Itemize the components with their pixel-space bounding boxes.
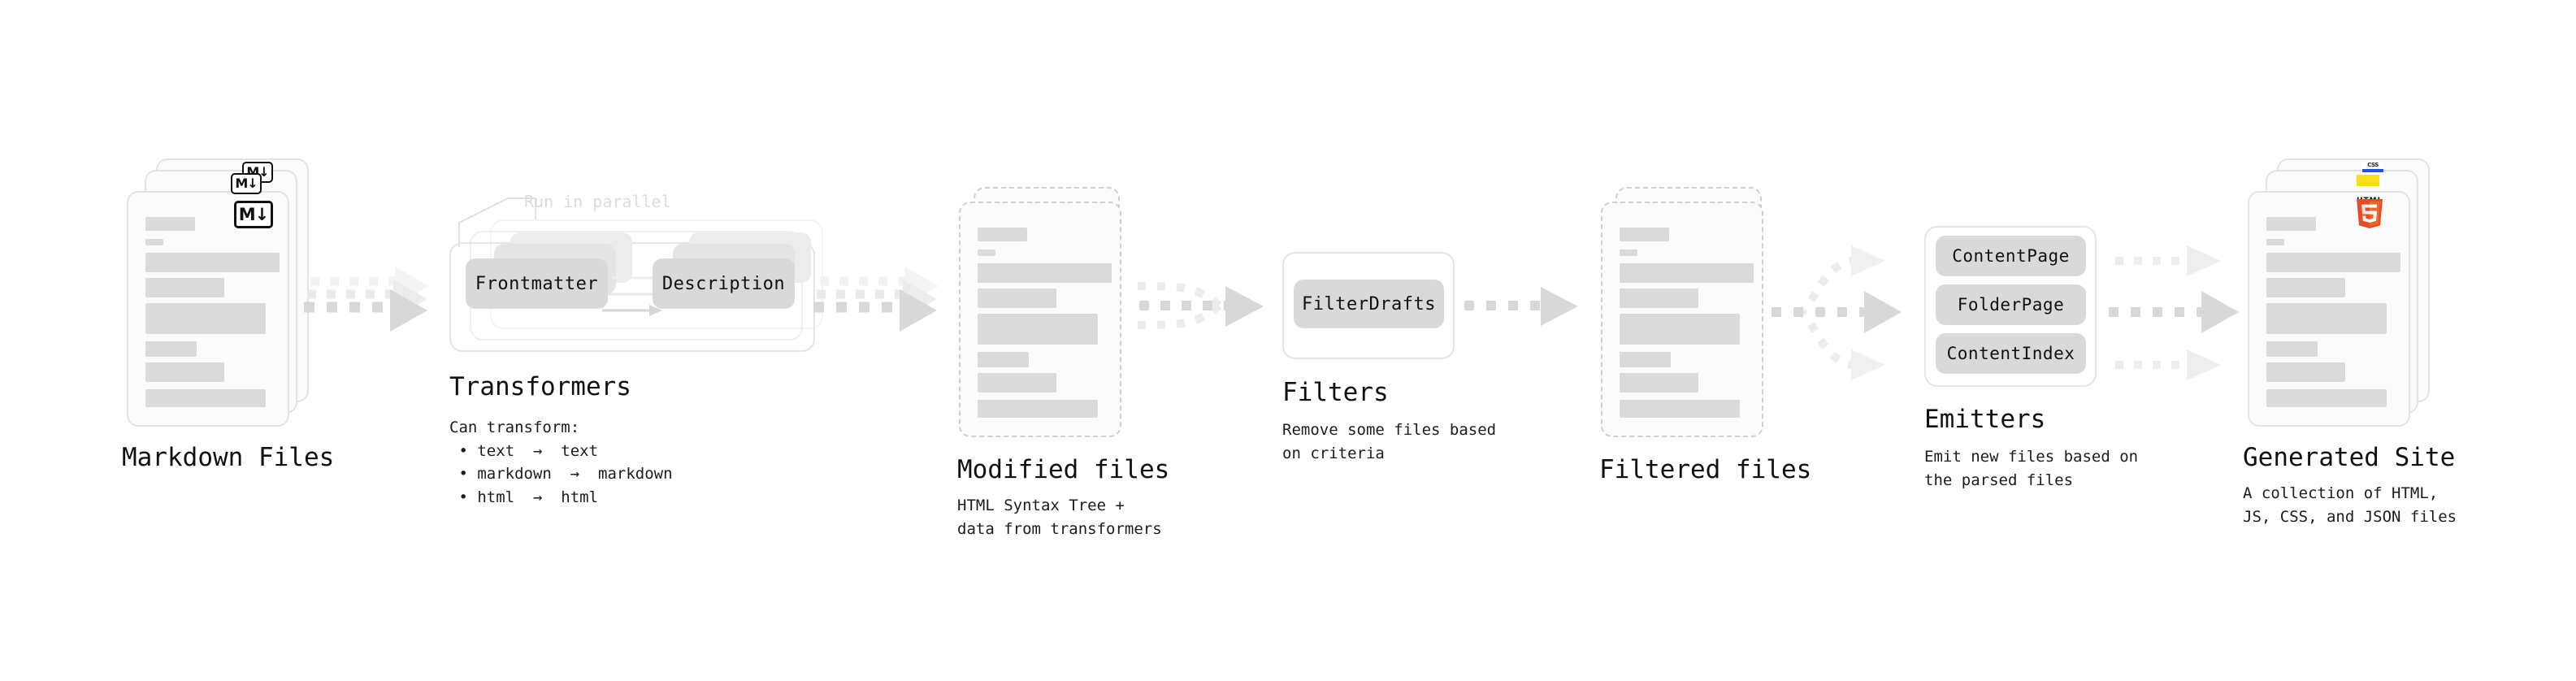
- content-bar: [145, 362, 224, 382]
- content-bar: [978, 228, 1027, 241]
- content-bar: [978, 373, 1056, 393]
- html5-badge: HTML: [2357, 197, 2383, 228]
- stage-filtered-files: Filtered files: [1599, 187, 1811, 484]
- content-bar: [2266, 278, 2345, 297]
- content-bar: [978, 314, 1098, 345]
- markdown-badge: M↓: [234, 201, 273, 228]
- connector-emitters-to-site: [2109, 245, 2239, 380]
- content-bar: [1620, 249, 1637, 256]
- emitter-pill-contentpage[interactable]: ContentPage: [1936, 236, 2086, 276]
- connector-transformers-to-modified: [813, 267, 939, 332]
- stage-title: Markdown Files: [122, 443, 335, 472]
- document-card-front: [127, 191, 289, 427]
- content-bar: [978, 263, 1112, 283]
- content-bar: [2266, 341, 2318, 357]
- stage-title: Generated Site: [2243, 443, 2456, 472]
- content-bar: [978, 249, 995, 256]
- content-bar: [145, 389, 266, 407]
- connector-filtered-to-emitters: [1772, 245, 1902, 380]
- emitter-pill-folderpage[interactable]: FolderPage: [1936, 284, 2086, 325]
- css-badge-underline: [2362, 169, 2383, 172]
- connector-modified-to-filters: [1137, 282, 1264, 329]
- stage-subtitle: HTML Syntax Tree + data from transformer…: [957, 497, 1162, 538]
- content-bar: [145, 217, 195, 231]
- emitters-group: [1924, 226, 2097, 387]
- content-bar: [1620, 373, 1698, 393]
- stage-title: Modified files: [957, 455, 1170, 484]
- stage-subtitle: A collection of HTML, JS, CSS, and JSON …: [2243, 484, 2457, 526]
- stage-title: Emitters: [1924, 405, 2046, 434]
- content-bar: [1620, 263, 1754, 283]
- filter-pill-filterdrafts[interactable]: FilterDrafts: [1294, 280, 1444, 328]
- stage-generated-site: CSS HTML Generated Site A collection of …: [2243, 158, 2457, 526]
- stage-subtitle: Can transform: • text → text • markdown …: [449, 419, 673, 506]
- stage-title: Transformers: [449, 372, 631, 401]
- content-bar: [2266, 389, 2387, 407]
- document-card-front: [2248, 191, 2410, 427]
- content-bar: [2266, 253, 2400, 272]
- js-badge: [2357, 175, 2379, 186]
- stage-subtitle: Remove some files based on criteria: [1282, 421, 1497, 462]
- content-bar: [2266, 217, 2316, 231]
- content-bar: [978, 352, 1029, 367]
- content-bar: [1620, 288, 1698, 308]
- content-bar: [978, 400, 1098, 418]
- content-bar: [1620, 228, 1669, 241]
- document-card-front: [959, 202, 1121, 437]
- document-card-front: [1601, 202, 1763, 437]
- content-bar: [2266, 303, 2387, 334]
- connector-filters-to-filtered: [1464, 287, 1578, 326]
- stage-title: Filters: [1282, 378, 1389, 407]
- css-badge-label: CSS: [2367, 162, 2379, 168]
- html5-shield-icon: [2357, 199, 2383, 228]
- transformer-pill-description[interactable]: Description: [653, 258, 795, 309]
- markdown-badge-back-1: M↓: [231, 173, 262, 194]
- filters-group: [1282, 252, 1455, 359]
- stage-modified-files: Modified files HTML Syntax Tree + data f…: [957, 187, 1169, 538]
- content-bar: [1620, 352, 1671, 367]
- content-bar: [2266, 239, 2284, 245]
- content-bar: [145, 239, 163, 245]
- stage-markdown-files: M↓ M↓ M↓ Markdown Files: [122, 158, 334, 472]
- content-bar: [145, 278, 224, 297]
- connector-markdown-to-transformers: [304, 267, 429, 332]
- content-bar: [2266, 362, 2345, 382]
- content-bar: [1620, 314, 1740, 345]
- content-bar: [145, 303, 266, 334]
- css-badge: CSS: [2362, 163, 2383, 172]
- content-bar: [978, 288, 1056, 308]
- run-in-parallel-bracket: [458, 197, 536, 247]
- content-bar: [1620, 400, 1740, 418]
- transformer-pill-frontmatter[interactable]: Frontmatter: [466, 258, 608, 309]
- content-bar: [145, 341, 197, 357]
- stage-subtitle: Emit new files based on the parsed files: [1924, 448, 2139, 489]
- content-bar: [145, 253, 280, 272]
- run-in-parallel-label: Run in parallel: [524, 192, 671, 211]
- emitter-pill-contentindex[interactable]: ContentIndex: [1936, 333, 2086, 374]
- transformer-group-front: [449, 242, 815, 352]
- stage-title: Filtered files: [1599, 455, 1812, 484]
